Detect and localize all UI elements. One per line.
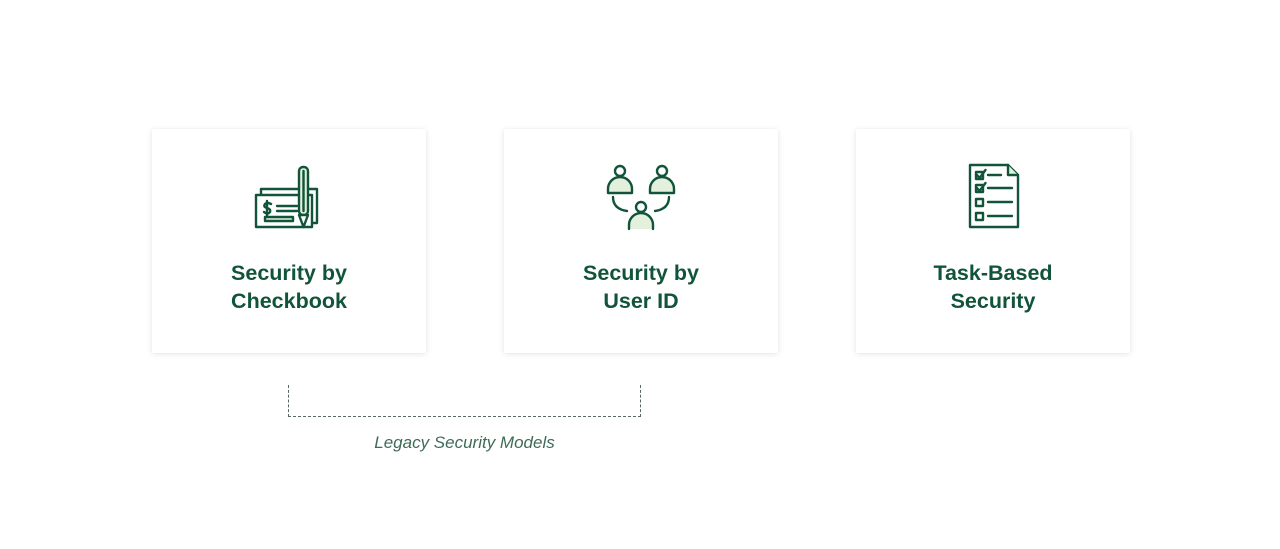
legacy-group-label: Legacy Security Models (374, 433, 555, 452)
card-title: Security by Checkbook (152, 259, 426, 315)
card-title-line: User ID (603, 289, 679, 313)
card-task-based-security: Task-Based Security (856, 129, 1130, 353)
checkbook-pen-icon (253, 163, 325, 231)
card-title-line: Checkbook (231, 289, 347, 313)
card-title-line: Security by (231, 261, 347, 285)
card-title-line: Security by (583, 261, 699, 285)
card-title-line: Security (950, 289, 1036, 313)
card-title-line: Task-Based (933, 261, 1053, 285)
card-security-by-checkbook: Security by Checkbook (152, 129, 426, 353)
card-security-by-user-id: Security by User ID (504, 129, 778, 353)
legacy-group-bracket (288, 385, 641, 417)
users-network-icon (605, 163, 677, 231)
card-title: Security by User ID (504, 259, 778, 315)
checklist-document-icon (957, 163, 1029, 231)
card-title: Task-Based Security (856, 259, 1130, 315)
